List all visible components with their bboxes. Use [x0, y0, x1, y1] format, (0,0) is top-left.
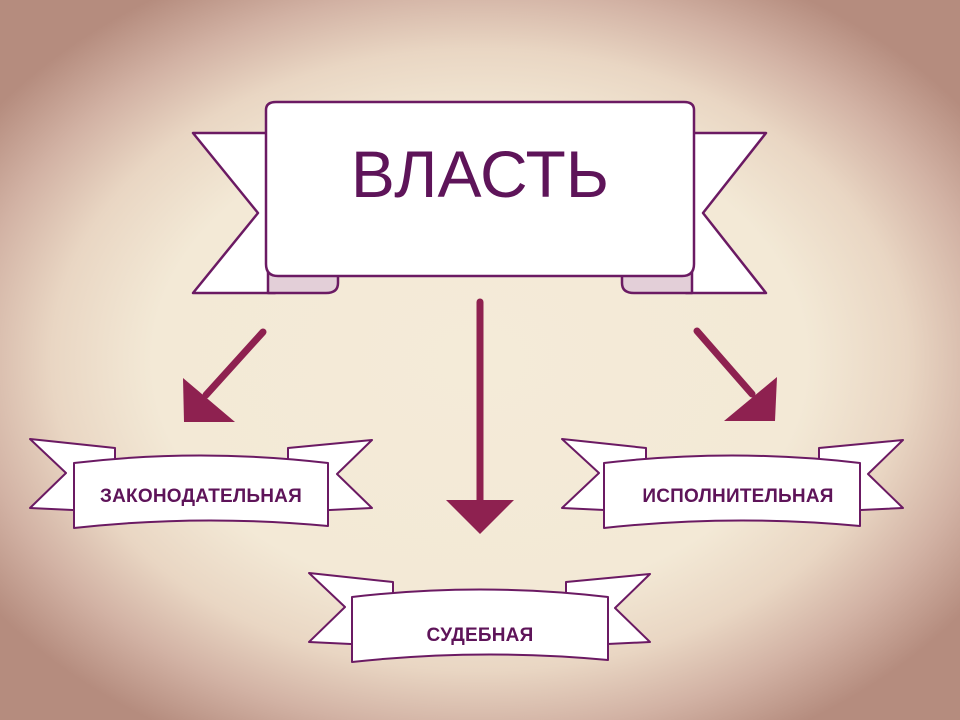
- legislative-ribbon: [29, 438, 373, 529]
- arrow-to-legislative: [183, 328, 267, 422]
- executive-ribbon: [561, 438, 904, 529]
- arrow-to-executive: [693, 327, 777, 421]
- root-banner-left-tail: [191, 131, 277, 295]
- judicial-label: СУДЕБНАЯ: [427, 625, 534, 646]
- root-banner-right-tail: [684, 131, 768, 295]
- legislative-ribbon-front: [73, 454, 329, 529]
- executive-ribbon-front: [603, 454, 861, 529]
- judicial-ribbon-front: [351, 588, 609, 663]
- arrow-to-judicial: [446, 298, 514, 534]
- root-banner: [191, 100, 768, 295]
- root-banner-front: [264, 100, 696, 278]
- executive-label: ИСПОЛНИТЕЛЬНАЯ: [642, 486, 833, 507]
- legislative-label: ЗАКОНОДАТЕЛЬНАЯ: [100, 486, 302, 507]
- root-title: ВЛАСТЬ: [351, 137, 609, 211]
- judicial-ribbon: [308, 572, 651, 663]
